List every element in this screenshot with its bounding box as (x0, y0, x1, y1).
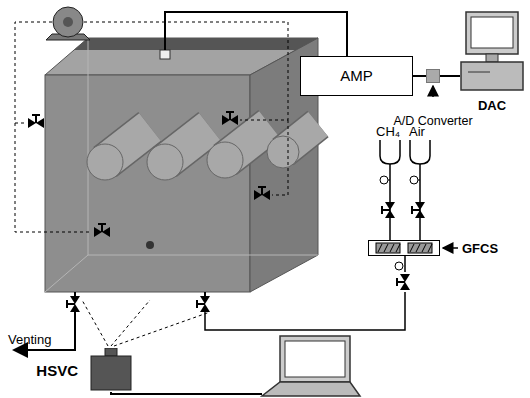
gas-label: CH₄ (376, 124, 400, 139)
hatch (378, 244, 382, 252)
node-text: A/D Converter (393, 114, 472, 128)
stand (486, 54, 498, 62)
case (461, 62, 523, 90)
computer-icon: DAC (460, 10, 524, 92)
flow-controller-box: GFCS (368, 240, 440, 256)
converter-box: A/D Converter (426, 69, 440, 83)
computer-icon-art (460, 10, 524, 92)
flow-controller-box-art (368, 240, 440, 256)
vent-label: Venting (8, 332, 51, 347)
drive-slot (468, 72, 490, 73)
hatch (390, 244, 394, 252)
converter-box-art (427, 70, 441, 84)
hatch (384, 244, 388, 252)
camera-body (91, 356, 131, 390)
node-text: HSVC (36, 362, 78, 379)
node-text: AMP (301, 57, 412, 94)
hatch (422, 244, 426, 252)
hatch (416, 244, 420, 252)
hatch (396, 244, 400, 252)
node-text: DAC (478, 98, 506, 113)
controller (376, 243, 400, 253)
monitor (466, 12, 518, 54)
hatch (410, 244, 414, 252)
node-text: GFCS (462, 241, 498, 256)
signal-wire (440, 75, 460, 77)
signal-wire (413, 75, 426, 77)
lens (105, 348, 117, 356)
controller (408, 243, 432, 253)
hatch (428, 244, 432, 252)
gas-label: Air (409, 124, 425, 139)
amplifier-box: AMP (300, 56, 413, 96)
screen (471, 17, 513, 48)
gfcs-frame (369, 241, 440, 256)
camera-icon: HSVC (90, 348, 132, 392)
camera-icon-art (90, 348, 132, 392)
